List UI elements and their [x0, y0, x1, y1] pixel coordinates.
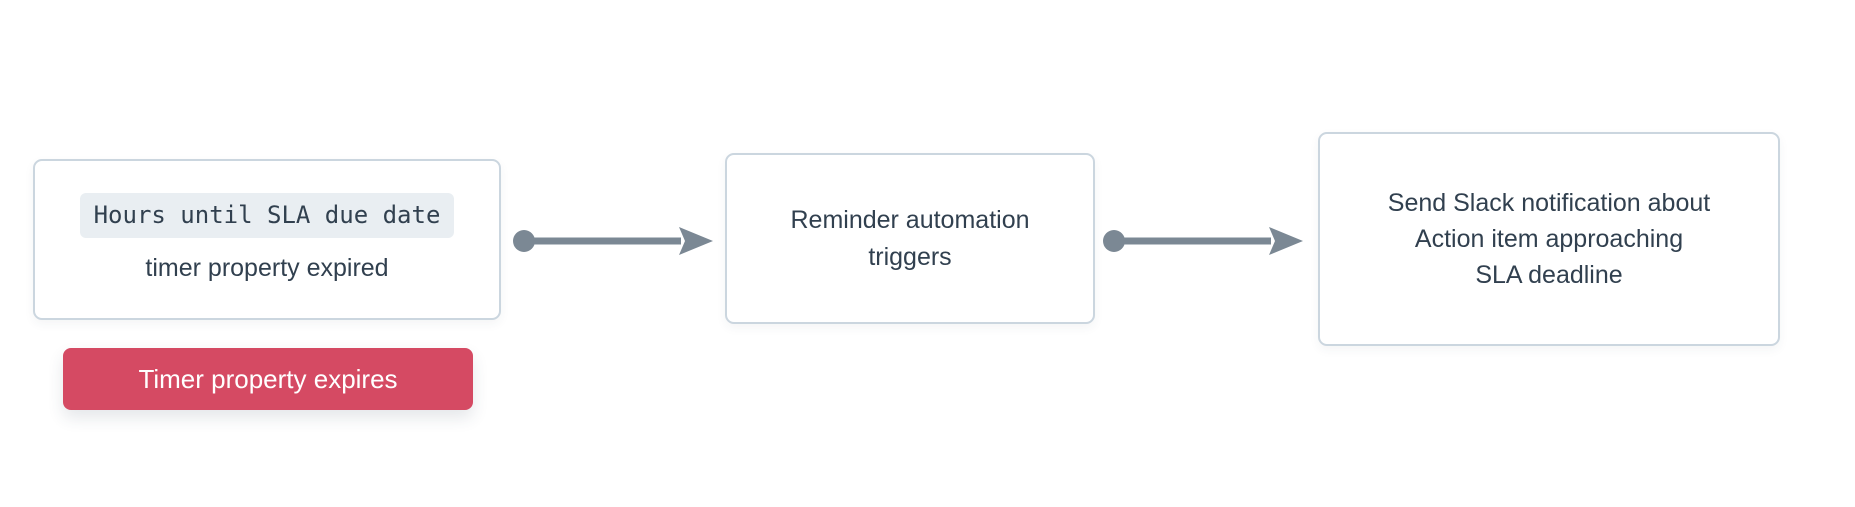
trigger-condition-label: timer property expired — [145, 253, 389, 282]
connector-arrow-2 — [1103, 227, 1303, 255]
automation-trigger-node[interactable]: Reminder automation triggers — [725, 153, 1095, 324]
automation-node-line-1: Reminder automation — [790, 206, 1030, 235]
arrowhead-icon — [679, 227, 713, 255]
slack-action-node[interactable]: Send Slack notification about Action ite… — [1318, 132, 1780, 346]
trigger-condition-node[interactable]: Hours until SLA due date timer property … — [33, 159, 501, 320]
automation-node-line-2: triggers — [868, 242, 952, 271]
connector-arrow-1 — [513, 227, 713, 255]
action-node-line-2: Action item approaching — [1414, 224, 1684, 253]
action-node-line-3: SLA deadline — [1475, 261, 1623, 290]
arrowhead-icon — [1269, 227, 1303, 255]
timer-property-code-chip: Hours until SLA due date — [79, 192, 455, 238]
action-node-line-1: Send Slack notification about — [1387, 188, 1711, 217]
trigger-event-badge[interactable]: Timer property expires — [63, 348, 473, 410]
